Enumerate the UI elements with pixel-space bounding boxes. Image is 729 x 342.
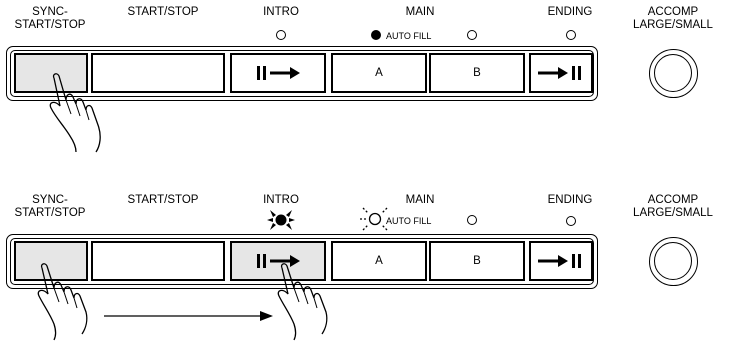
button-panel: A B [6, 234, 598, 289]
sync-start-stop-label: SYNC- START/STOP [2, 6, 98, 32]
main-label: MAIN [405, 6, 435, 18]
panel-inner-frame [10, 238, 594, 285]
auto-fill-label: AUTO FILL [386, 31, 432, 41]
a-button[interactable]: A [331, 53, 427, 93]
ending-led [566, 30, 576, 40]
bar-then-arrow-icon [257, 66, 300, 80]
flashing-intro-led-icon [267, 210, 295, 230]
arrow-then-bar-icon [538, 254, 581, 268]
sync-label-line2: START/STOP [14, 19, 86, 31]
arrow-then-bar-icon [538, 66, 581, 80]
ending-led [566, 216, 576, 226]
accomp-label: ACCOMP LARGE/SMALL [621, 194, 725, 220]
accomp-label-line1: ACCOMP [647, 6, 699, 18]
accomp-large-small-knob[interactable] [649, 49, 698, 98]
auto-fill-label: AUTO FILL [386, 216, 432, 226]
intro-label: INTRO [263, 6, 299, 18]
main-label: MAIN [405, 194, 435, 206]
start-stop-label: START/STOP [127, 6, 199, 18]
ending-button[interactable] [529, 241, 593, 281]
sync-start-stop-button[interactable] [14, 241, 88, 281]
move-right-arrow-icon [104, 311, 273, 321]
start-stop-button[interactable] [91, 53, 225, 93]
intro-button[interactable] [230, 53, 326, 93]
intro-led [276, 30, 286, 40]
accomp-label-line2: LARGE/SMALL [633, 19, 713, 31]
start-stop-label: START/STOP [127, 194, 199, 206]
accomp-label-line2: LARGE/SMALL [633, 207, 713, 219]
pressing-finger-hand-icon [37, 263, 88, 341]
panel-inner-frame [10, 50, 594, 97]
sync-label-line1: SYNC- [32, 194, 68, 206]
pressing-finger-hand-icon [49, 73, 101, 153]
button-panel: A B [6, 46, 598, 101]
sync-start-stop-label: SYNC- START/STOP [2, 194, 98, 220]
b-button[interactable]: B [429, 53, 525, 93]
ending-button[interactable] [529, 53, 593, 93]
accomp-label-line1: ACCOMP [647, 194, 699, 206]
main-led [467, 30, 477, 40]
intro-button[interactable] [230, 241, 326, 281]
knob-inner-ring [654, 242, 692, 280]
start-stop-button[interactable] [91, 241, 225, 281]
auto-fill-led [371, 30, 381, 40]
flashing-auto-fill-led-icon [360, 207, 388, 231]
b-button[interactable]: B [429, 241, 525, 281]
intro-label: INTRO [263, 194, 299, 206]
sync-label-line2: START/STOP [14, 207, 86, 219]
knob-inner-ring [654, 54, 692, 92]
sync-start-stop-button[interactable] [14, 53, 88, 93]
main-led [467, 215, 477, 225]
accomp-label: ACCOMP LARGE/SMALL [621, 6, 725, 32]
ending-label: ENDING [547, 6, 593, 18]
a-button[interactable]: A [331, 241, 427, 281]
ending-label: ENDING [547, 194, 593, 206]
sync-label-line1: SYNC- [32, 6, 68, 18]
bar-then-arrow-icon [257, 254, 300, 268]
accomp-large-small-knob[interactable] [649, 237, 698, 286]
pressing-finger-hand-icon [277, 263, 328, 341]
